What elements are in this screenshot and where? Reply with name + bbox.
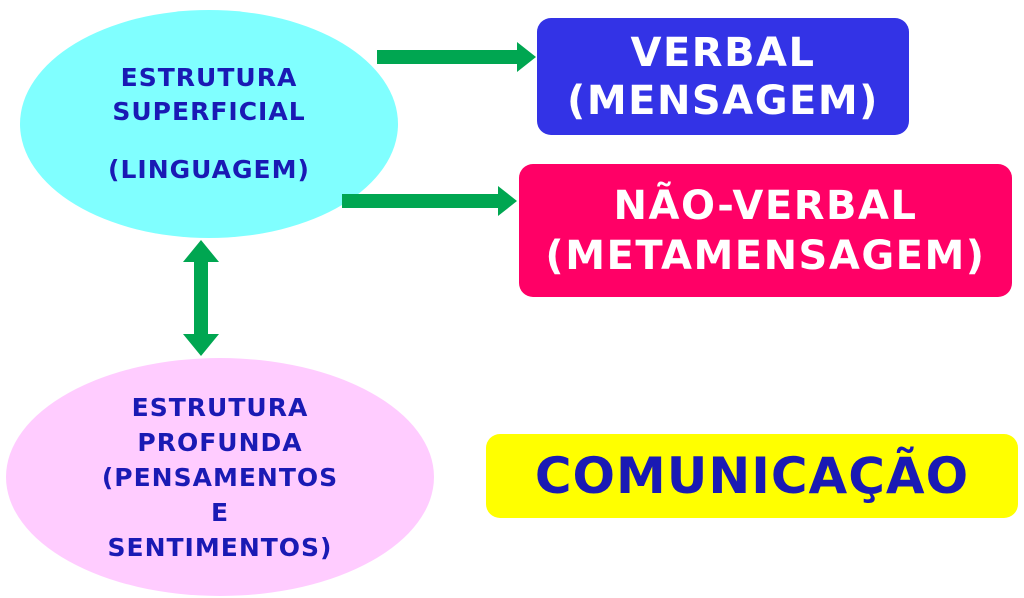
nonverbal-line-2: (METAMENSAGEM): [545, 232, 986, 279]
surface-line-2: SUPERFICIAL: [112, 97, 306, 126]
arrow-to-nonverbal: [342, 186, 517, 216]
arrow-to-verbal: [377, 42, 536, 72]
surface-subtitle: (LINGUAGEM): [108, 155, 310, 184]
deep-line-3: (PENSAMENTOS: [101, 462, 339, 492]
double-arrow-surface-deep: [183, 240, 219, 356]
nonverbal-node: NÃO-VERBAL (METAMENSAGEM): [519, 164, 1012, 297]
deep-structure-node: ESTRUTURA PROFUNDA (PENSAMENTOS E SENTIM…: [6, 358, 434, 596]
verbal-node: VERBAL (MENSAGEM): [537, 18, 909, 135]
communication-label: COMUNICAÇÃO: [534, 447, 970, 505]
deep-line-5: SENTIMENTOS): [107, 532, 333, 562]
verbal-line-1: VERBAL: [630, 29, 816, 76]
surface-structure-node: ESTRUTURA SUPERFICIAL (LINGUAGEM): [20, 10, 398, 238]
deep-line-1: ESTRUTURA: [131, 392, 309, 422]
deep-line-4: E: [210, 497, 230, 527]
deep-line-2: PROFUNDA: [137, 427, 303, 457]
nonverbal-line-1: NÃO-VERBAL: [613, 182, 918, 229]
surface-line-1: ESTRUTURA: [120, 63, 298, 92]
verbal-line-2: (MENSAGEM): [567, 77, 879, 124]
communication-node: COMUNICAÇÃO: [486, 434, 1018, 518]
